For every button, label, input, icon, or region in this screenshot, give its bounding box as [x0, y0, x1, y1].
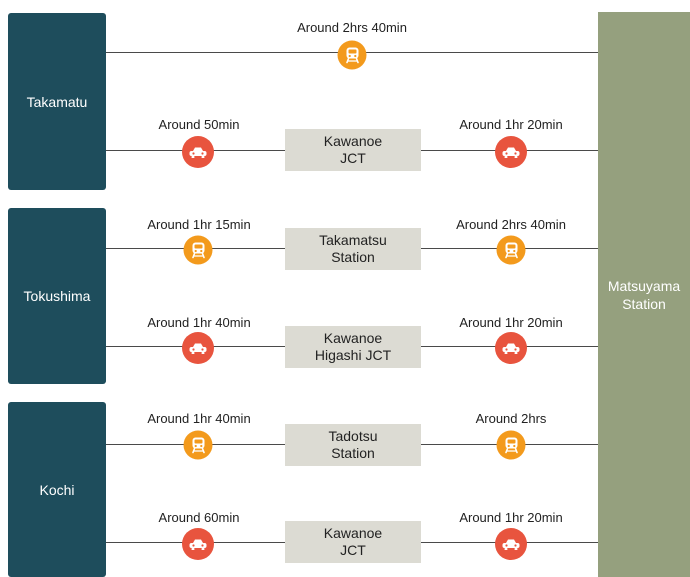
travel-time-label: Around 2hrs 40min	[297, 20, 407, 35]
via-point-box: Kawanoe JCT	[285, 129, 421, 171]
car-icon	[182, 136, 214, 168]
car-icon	[495, 136, 527, 168]
train-icon	[496, 430, 526, 460]
travel-time-label: Around 1hr 40min	[147, 411, 251, 426]
via-point-line2: Station	[331, 445, 375, 461]
via-point-box: Kawanoe Higashi JCT	[285, 326, 421, 368]
car-icon	[495, 528, 527, 560]
via-point-line1: Kawanoe	[323, 330, 383, 346]
via-point-line1: Tadotsu	[328, 428, 378, 444]
origin-label: Takamatu	[26, 93, 88, 110]
destination-label-line1: Matsuyama	[607, 277, 681, 294]
via-point-line2: JCT	[340, 150, 366, 166]
origin-label: Kochi	[39, 481, 75, 498]
origin-label: Tokushima	[23, 288, 91, 304]
origin-kochi: Kochi	[8, 402, 106, 577]
travel-time-label: Around 1hr 15min	[147, 217, 251, 232]
via-point-line1: Kawanoe	[323, 133, 383, 149]
travel-time-label: Around 50min	[158, 117, 240, 132]
travel-time-label: Around 1hr 20min	[459, 117, 563, 132]
via-point-line2: Station	[331, 249, 375, 265]
via-point-line1: Kawanoe	[323, 525, 383, 541]
origin-takamatu: Takamatu	[8, 13, 106, 190]
car-icon	[495, 332, 527, 364]
via-point-box: Takamatsu Station	[285, 228, 421, 270]
origin-tokushima: Tokushima	[8, 208, 106, 384]
travel-time-label: Around 1hr 20min	[459, 510, 563, 525]
via-point-line2: JCT	[340, 542, 366, 558]
via-point-box: Tadotsu Station	[285, 424, 421, 466]
destination-matsuyama-station: Matsuyama Station	[598, 12, 690, 577]
via-point-line1: Takamatsu	[319, 232, 387, 248]
car-icon	[182, 332, 214, 364]
train-icon	[183, 430, 213, 460]
train-icon	[183, 235, 213, 265]
travel-time-label: Around 2hrs	[475, 411, 547, 426]
car-icon	[182, 528, 214, 560]
travel-time-label: Around 1hr 20min	[459, 315, 563, 330]
via-point-box: Kawanoe JCT	[285, 521, 421, 563]
travel-time-label: Around 60min	[158, 510, 240, 525]
train-icon	[496, 235, 526, 265]
destination-label-line2: Station	[622, 295, 666, 312]
travel-time-label: Around 2hrs 40min	[456, 217, 566, 232]
via-point-line2: Higashi JCT	[314, 347, 392, 363]
train-icon	[337, 40, 367, 70]
travel-time-label: Around 1hr 40min	[147, 315, 251, 330]
